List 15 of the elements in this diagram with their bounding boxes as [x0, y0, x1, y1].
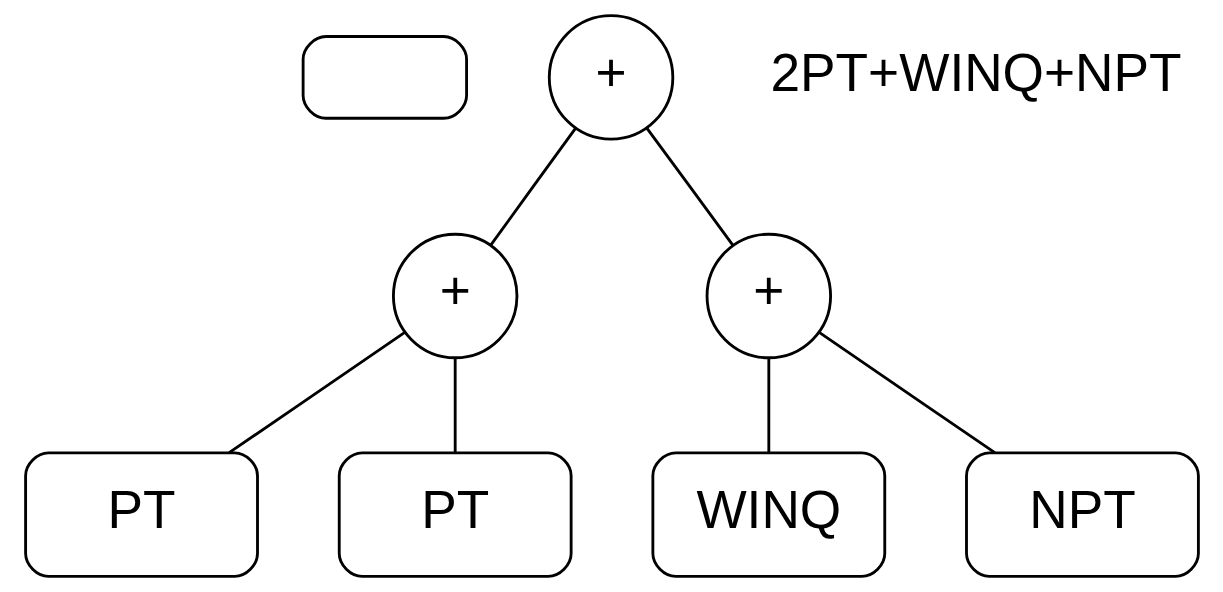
connector [645, 127, 734, 247]
node-box: NPT [964, 451, 1200, 578]
node-box: PT [337, 451, 573, 578]
label: 2PT+WINQ+NPT [769, 42, 1182, 102]
node-circle: + [705, 232, 832, 360]
connector [766, 358, 770, 453]
connector [227, 331, 406, 454]
node-box: PT [23, 451, 259, 578]
node-box [301, 35, 468, 120]
connector [489, 127, 576, 246]
connector [453, 358, 457, 453]
connector [817, 331, 996, 454]
node-circle: + [547, 14, 674, 141]
node-circle: + [391, 232, 518, 360]
node-box: WINQ [650, 451, 886, 578]
